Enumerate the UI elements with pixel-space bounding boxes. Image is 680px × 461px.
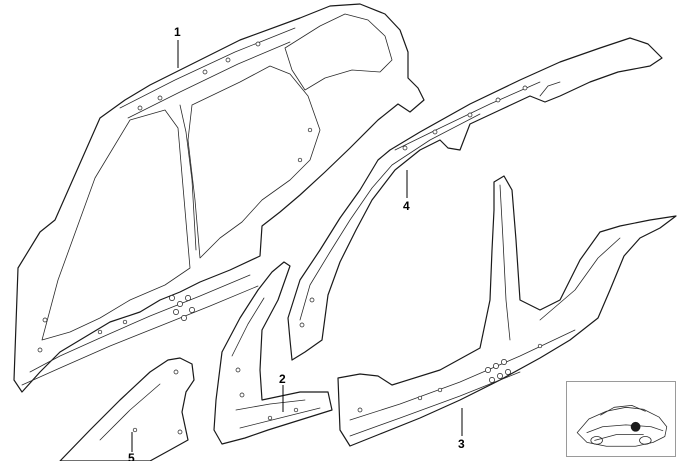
location-marker-icon [630, 421, 641, 432]
part-5-bracket[interactable] [59, 357, 195, 461]
part-3-b-pillar-sill[interactable] [337, 175, 677, 447]
callout-4: 4 [403, 199, 410, 213]
callout-3: 3 [458, 437, 465, 451]
callout-1: 1 [174, 25, 181, 39]
part-2-a-pillar[interactable] [213, 261, 333, 445]
part-1-side-frame[interactable] [13, 3, 425, 393]
part-4-roof-rail[interactable] [287, 37, 663, 361]
car-outline-icon [576, 404, 668, 447]
callout-2: 2 [279, 372, 286, 386]
callout-5: 5 [128, 451, 135, 461]
vehicle-locator-thumbnail[interactable] [566, 381, 676, 457]
